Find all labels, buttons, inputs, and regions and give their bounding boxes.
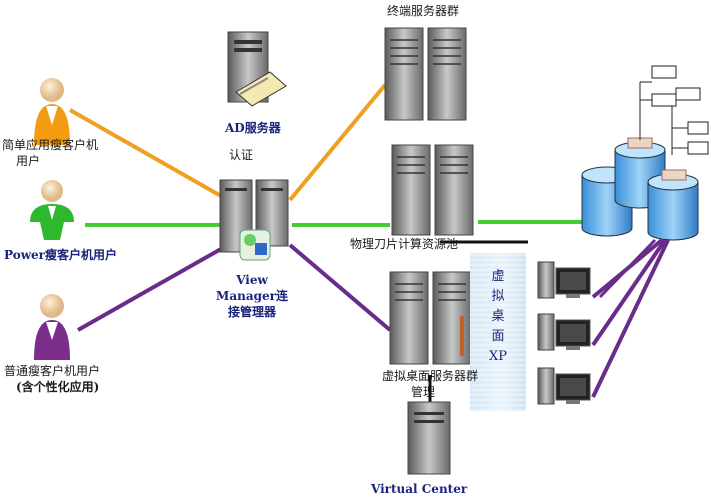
user-normal-icon	[34, 294, 70, 360]
link-normal-user	[77, 243, 229, 332]
simple-user-label-1: 简单应用瘦客户机	[2, 138, 99, 152]
view-manager-label-1: View	[236, 273, 268, 287]
desktop-pc-2-icon	[537, 313, 591, 351]
vd-os: XP	[488, 349, 507, 364]
blade-pool-server-icon	[391, 144, 474, 236]
link-storage-pc2	[591, 238, 667, 347]
link-terminal	[288, 83, 387, 202]
ad-server-label: AD服务器	[225, 121, 281, 135]
view-manager-label-3: 接管理器	[227, 305, 276, 319]
normal-user-label-1: 普通瘦客户机用户	[4, 364, 101, 378]
virtual-center-label: Virtual Center	[371, 482, 468, 496]
blade-pool-label: 物理刀片计算资源池	[350, 237, 459, 251]
auth-label: 认证	[229, 148, 254, 162]
normal-user-label-2: (含个性化应用)	[16, 380, 100, 394]
virtual-desktop-server-group-icon	[389, 271, 472, 365]
storage-cylinders-icon	[581, 137, 699, 241]
ad-server-icon	[227, 31, 287, 107]
user-power-icon	[30, 180, 74, 240]
vd-char-3: 桌	[491, 309, 505, 324]
virtual-center-server-icon	[407, 401, 451, 475]
file-tree-icon	[639, 65, 709, 155]
power-user-label: Power瘦客户机用户	[4, 248, 117, 262]
vd-char-1: 虚	[491, 269, 505, 284]
link-simple-user	[69, 108, 229, 202]
virtual-desktop-panel: 虚 拟 桌 面 XP	[470, 253, 526, 411]
vd-char-4: 面	[491, 329, 505, 344]
vd-char-2: 拟	[491, 289, 505, 304]
view-manager-server-icon	[219, 179, 289, 261]
desktop-pc-1-icon	[537, 261, 591, 299]
link-vdesk	[288, 243, 392, 332]
terminal-servers-label: 终端服务器群	[387, 4, 460, 18]
manage-label: 管理	[411, 385, 436, 399]
user-simple-app-icon	[34, 78, 70, 145]
link-storage-pc4	[598, 238, 657, 299]
terminal-server-group-icon	[384, 27, 467, 121]
desktop-pc-3-icon	[537, 367, 591, 405]
vdesk-servers-label: 虚拟桌面服务器群	[382, 369, 479, 383]
view-manager-label-2: Manager连	[216, 289, 288, 303]
link-storage-pc3	[591, 239, 670, 398]
simple-user-label-2: 用户	[16, 154, 41, 168]
